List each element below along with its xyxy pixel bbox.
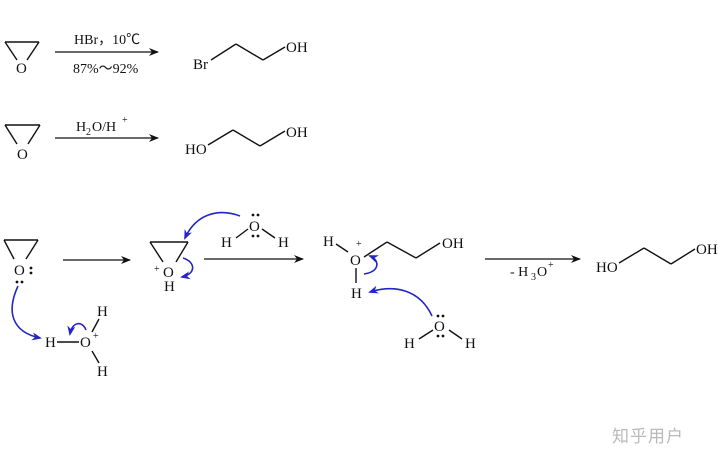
- svg-text:3: 3: [531, 272, 536, 283]
- electron-arrow-proton-abstraction: [368, 285, 433, 317]
- epoxide-reactant-1: O: [4, 41, 40, 77]
- svg-text:OH: OH: [442, 236, 464, 252]
- bromo-label: Br: [193, 57, 208, 73]
- svg-text:H: H: [465, 336, 476, 352]
- svg-text:H: H: [278, 235, 289, 251]
- svg-text:H: H: [97, 364, 108, 380]
- bromoethanol-product: Br OH: [193, 40, 308, 73]
- svg-text:H: H: [76, 120, 86, 135]
- svg-text:H: H: [97, 304, 108, 320]
- svg-text:+: +: [93, 331, 99, 342]
- svg-text:O/H: O/H: [92, 120, 116, 135]
- svg-text:HO: HO: [596, 260, 618, 276]
- svg-text:O: O: [80, 335, 91, 351]
- epoxide-mechanism-start: O: [3, 239, 39, 284]
- svg-text:+: +: [356, 239, 362, 250]
- electron-arrow-ring-open: [180, 257, 194, 280]
- svg-text:+: +: [122, 115, 128, 126]
- watermark: 知乎用户: [612, 427, 684, 447]
- water-nucleophile-1: O H H: [184, 211, 289, 251]
- svg-text:H: H: [404, 336, 415, 352]
- svg-text:H: H: [45, 335, 56, 351]
- svg-text:O: O: [249, 219, 260, 235]
- electron-arrow-protonation: [11, 285, 42, 341]
- reaction-1-reagent: HBr，10℃: [74, 33, 140, 48]
- reaction-2: O H 2 O/H + HO OH: [4, 115, 308, 163]
- epoxide-oxygen-label-2: O: [17, 147, 28, 163]
- mechanism: O H O + H H + O H: [3, 211, 718, 380]
- electron-arrow-deprotonation: [363, 255, 379, 275]
- svg-text:OH: OH: [696, 242, 718, 258]
- epoxide-reactant-2: O: [4, 124, 41, 163]
- epoxide-mech-oxygen: O: [14, 263, 25, 279]
- svg-text:H: H: [351, 286, 362, 302]
- svg-text:H: H: [221, 235, 232, 251]
- svg-text:O: O: [434, 319, 445, 335]
- svg-text:+: +: [548, 260, 554, 271]
- elimination-label: - H 3 O +: [510, 260, 554, 283]
- hydronium-ion: H O + H H: [45, 304, 108, 380]
- oxonium-intermediate: H + O H OH: [323, 234, 464, 302]
- svg-text:H: H: [164, 279, 175, 295]
- water-base: O H H: [368, 285, 476, 352]
- svg-text:2: 2: [86, 127, 91, 138]
- svg-text:O: O: [350, 253, 361, 269]
- protonated-epoxide: + O H: [149, 241, 194, 295]
- svg-text:O: O: [163, 265, 174, 281]
- svg-text:- H: - H: [510, 265, 528, 280]
- hydroxyl-label: OH: [286, 40, 308, 56]
- ethylene-glycol-product-2: HO OH: [596, 242, 718, 276]
- svg-text:H: H: [323, 234, 334, 250]
- svg-text:O: O: [537, 265, 547, 280]
- ethylene-glycol-product-1: HO OH: [185, 125, 308, 158]
- reaction-2-reagent: H 2 O/H +: [76, 115, 128, 138]
- electron-arrow-nucleophilic-attack: [184, 211, 241, 240]
- reaction-1-yield: 87%～92%: [73, 62, 139, 77]
- oh-label: OH: [286, 125, 308, 141]
- svg-text:+: +: [154, 264, 160, 275]
- reaction-1: O HBr，10℃ 87%～92% Br OH: [4, 33, 308, 77]
- electron-arrow-bond-break: [67, 322, 87, 336]
- ho-label: HO: [185, 142, 207, 158]
- epoxide-oxygen-label: O: [16, 61, 27, 77]
